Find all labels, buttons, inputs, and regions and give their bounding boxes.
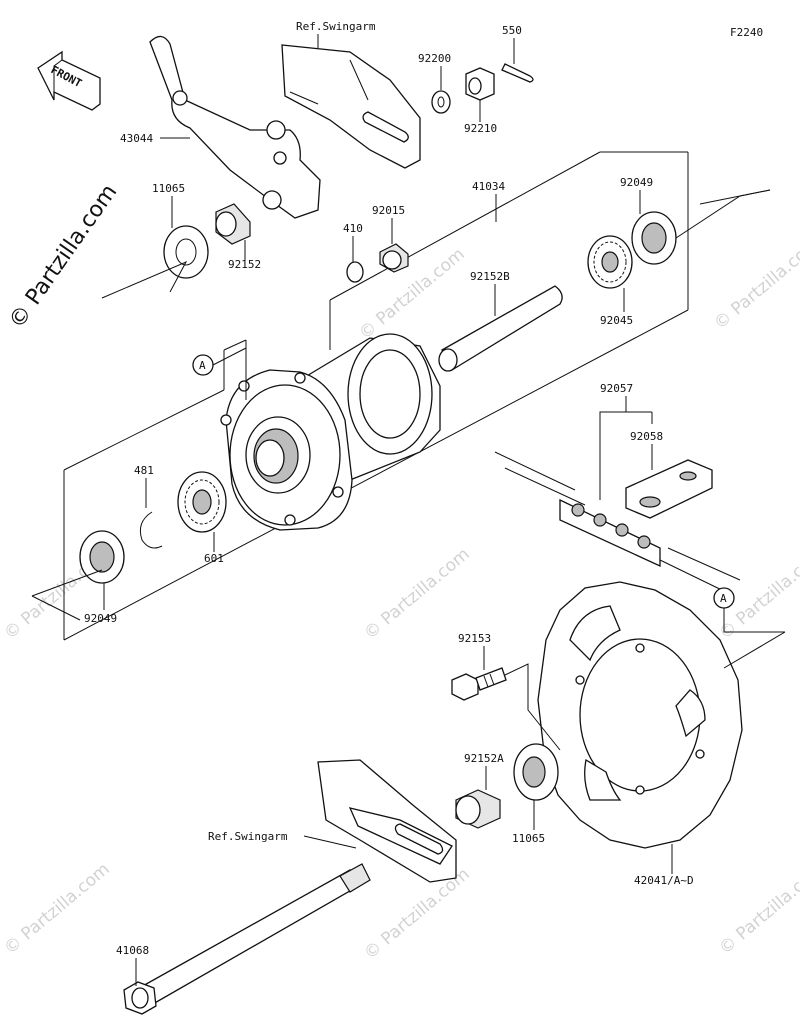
spacer-tube-92152B: 92152B: [438, 270, 563, 372]
label-43044: 43044: [120, 132, 153, 145]
label-410: 410: [343, 222, 363, 235]
chain-adjuster-43044: 43044: [120, 35, 321, 219]
watermark: © Partzilla.com: [360, 544, 473, 644]
label-92210: 92210: [464, 122, 497, 135]
cotter-pin-550: 550: [501, 24, 534, 83]
swingarm-ref-bottom: Ref.Swingarm: [208, 759, 457, 883]
label-11065-bottom: 11065: [512, 832, 545, 845]
label-550: 550: [502, 24, 522, 37]
master-link-92058: 92058: [625, 430, 713, 519]
label-42041: 42041/A~D: [634, 874, 694, 887]
watermark: © Partzilla.com: [360, 864, 473, 964]
callout-a-right: A: [713, 587, 786, 669]
bearing-92045: 92045: [587, 235, 633, 327]
drive-chain: 92057: [494, 382, 741, 595]
front-arrow-icon: FRONT: [37, 50, 101, 111]
callout-a-left: A: [192, 340, 247, 400]
washer-92200: 92200: [418, 52, 451, 114]
seal-92049-top: 92049: [620, 176, 771, 265]
label-92015: 92015: [372, 204, 405, 217]
label-92049-top: 92049: [620, 176, 653, 189]
label-92152A: 92152A: [464, 752, 504, 765]
circlip-481: 481: [134, 464, 163, 549]
axle-41068: 41068: [116, 863, 371, 1015]
label-481: 481: [134, 464, 154, 477]
label-92057: 92057: [600, 382, 633, 395]
collar-92152: 92152: [215, 203, 261, 271]
swingarm-ref-top: Ref.Swingarm: [281, 20, 421, 169]
sprocket-42041: 42041/A~D: [537, 581, 743, 887]
ref-swingarm-top: Ref.Swingarm: [296, 20, 376, 33]
diagram-id: F2240: [730, 26, 763, 39]
assembly-guide-box: [63, 151, 689, 641]
ref-swingarm-bottom: Ref.Swingarm: [208, 830, 288, 843]
watermark: © Partzilla.com: [715, 859, 800, 959]
label-92058: 92058: [630, 430, 663, 443]
label-92153: 92153: [458, 632, 491, 645]
watermark: © Partzilla.com: [355, 244, 468, 344]
label-92200: 92200: [418, 52, 451, 65]
rear-hub-41034: [220, 333, 441, 531]
collar-92152A: 92152A: [455, 752, 504, 829]
bolt-92153: 92153: [451, 632, 561, 751]
collar-92015: 92015: [372, 204, 409, 273]
bearing-601: 601: [177, 471, 227, 565]
watermark: © Partzilla.com: [0, 859, 113, 959]
seal-92049-bottom: 92049: [31, 530, 125, 625]
callout-a: A: [199, 359, 206, 372]
castle-nut-92210: 92210: [464, 67, 497, 135]
label-601: 601: [204, 552, 224, 565]
label-11065-top: 11065: [152, 182, 185, 195]
label-92049-bottom: 92049: [84, 612, 117, 625]
seal-11065-bottom: 11065: [512, 743, 559, 845]
spacer-410: 410: [343, 222, 364, 283]
label-41068: 41068: [116, 944, 149, 957]
callout-a: A: [720, 592, 727, 605]
watermark-side: © Partzilla.com: [4, 180, 122, 333]
label-92152B: 92152B: [470, 270, 510, 283]
label-92152: 92152: [228, 258, 261, 271]
label-92045: 92045: [600, 314, 633, 327]
label-41034: 41034: [472, 180, 505, 193]
watermark: © Partzilla.com: [710, 234, 800, 334]
seal-11065-top: 11065: [101, 182, 209, 299]
